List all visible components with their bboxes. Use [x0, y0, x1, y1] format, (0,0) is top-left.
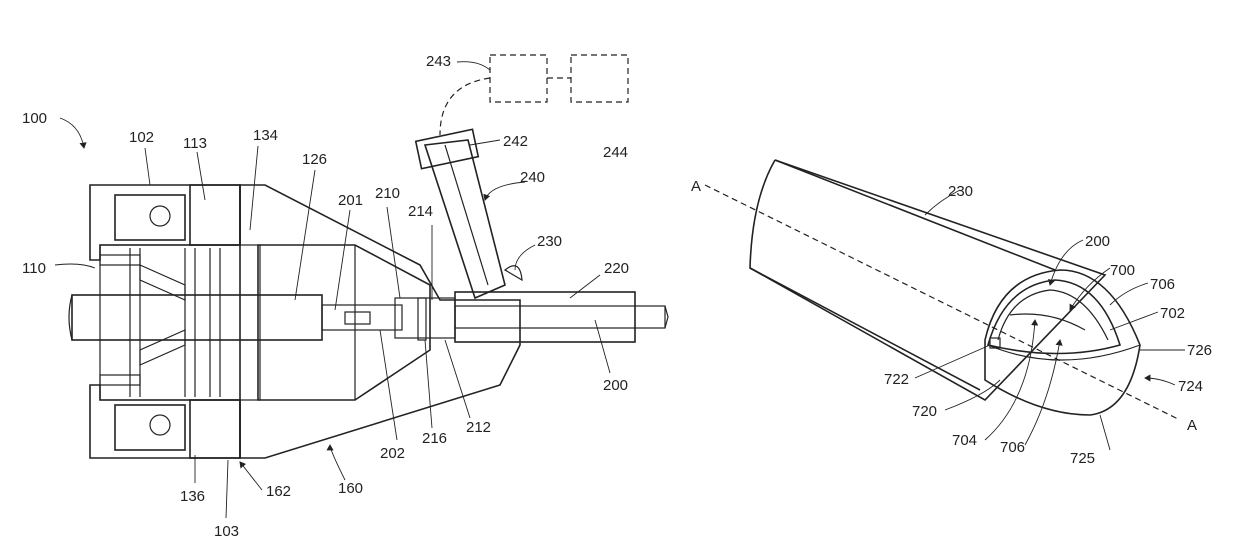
label-230-right: 230	[948, 183, 973, 200]
label-200-right: 200	[1085, 233, 1110, 250]
axis-line	[705, 185, 1180, 420]
nose-cone	[240, 185, 520, 458]
collet-hub	[395, 298, 455, 338]
housing-lower	[90, 385, 240, 458]
label-110: 110	[22, 260, 46, 277]
right-perspective-view	[705, 160, 1180, 420]
left-labels: 100 102 113 134 126 201 210 214 243 242 …	[22, 53, 629, 540]
cone-cavity	[258, 245, 430, 400]
label-725: 725	[1070, 450, 1095, 467]
rotor-assembly	[100, 245, 260, 400]
label-706-bottom: 706	[1000, 439, 1025, 456]
label-702: 702	[1160, 305, 1185, 322]
right-leaders	[915, 190, 1185, 450]
label-706-top: 706	[1150, 276, 1175, 293]
label-214: 214	[408, 203, 433, 220]
label-210: 210	[375, 185, 400, 202]
housing-upper	[90, 185, 240, 260]
label-A-top: A	[691, 178, 701, 195]
label-212: 212	[466, 419, 491, 436]
label-A-bottom: A	[1187, 417, 1197, 434]
fitting-242	[416, 129, 479, 168]
coupling	[322, 305, 402, 330]
label-160: 160	[338, 480, 363, 497]
suction-port	[425, 140, 505, 298]
drive-shaft	[72, 295, 322, 340]
label-230: 230	[537, 233, 562, 250]
block-136	[190, 400, 240, 458]
label-200: 200	[603, 377, 628, 394]
box-244	[571, 55, 628, 102]
label-704: 704	[952, 432, 977, 449]
bearing-ball-upper	[150, 206, 170, 226]
label-136: 136	[180, 488, 205, 505]
label-240: 240	[520, 169, 545, 186]
label-722: 722	[884, 371, 909, 388]
label-243: 243	[426, 53, 451, 70]
label-162: 162	[266, 483, 291, 500]
block-113	[190, 185, 240, 245]
left-sectional-view	[69, 55, 668, 458]
label-126: 126	[302, 151, 327, 168]
label-700: 700	[1110, 262, 1135, 279]
inner-shaft	[455, 306, 665, 328]
label-134: 134	[253, 127, 278, 144]
label-724: 724	[1178, 378, 1203, 395]
label-202: 202	[380, 445, 405, 462]
label-244: 244	[603, 144, 628, 161]
label-242: 242	[503, 133, 528, 150]
label-103: 103	[214, 523, 239, 540]
label-201: 201	[338, 192, 363, 209]
box-243	[490, 55, 547, 102]
label-100: 100	[22, 110, 47, 127]
label-720: 720	[912, 403, 937, 420]
bearing-ball-lower	[150, 415, 170, 435]
label-216: 216	[422, 430, 447, 447]
label-102: 102	[129, 129, 154, 146]
label-113: 113	[183, 135, 207, 152]
label-726: 726	[1187, 342, 1212, 359]
label-220: 220	[604, 260, 629, 277]
